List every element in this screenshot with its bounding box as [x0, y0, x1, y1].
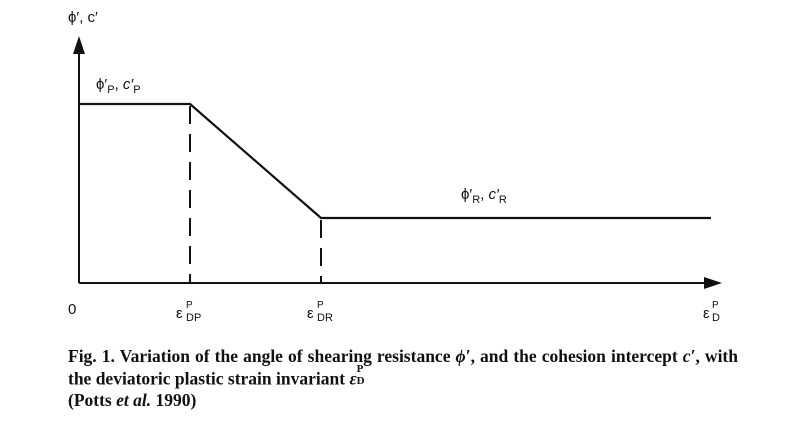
- figure-caption: Fig. 1. Variation of the angle of sheari…: [68, 346, 738, 411]
- peak-phi-sub: P: [107, 84, 114, 96]
- caption-c: c′: [682, 346, 696, 366]
- x-label-sub: D: [712, 312, 720, 324]
- caption-prefix: Fig. 1. Variation of the angle of sheari…: [68, 346, 456, 366]
- origin-label: 0: [68, 301, 76, 318]
- x-axis-arrow: [704, 277, 722, 289]
- caption-etal: et al.: [116, 389, 152, 410]
- caption-phi: ϕ′: [455, 346, 471, 366]
- caption-mid2: , with the deviatoric plastic strain inv…: [68, 346, 738, 389]
- x-label-sup: P: [712, 300, 719, 311]
- y-axis-arrow: [73, 36, 85, 54]
- tick-label-dr: ε P DR: [307, 300, 333, 324]
- tick-dp-sup: P: [186, 300, 193, 311]
- residual-label: ϕ′R, c′R: [461, 186, 507, 206]
- residual-sep: ,: [480, 186, 488, 203]
- tick-dp-base: ε: [176, 305, 183, 322]
- peak-phi: ϕ′: [96, 76, 107, 93]
- caption-eps-sup: P: [356, 363, 364, 375]
- caption-mid1: , and the cohesion intercept: [470, 346, 683, 366]
- caption-potts: (Potts: [68, 389, 117, 410]
- y-axis-label: ϕ′, c′: [68, 9, 98, 26]
- peak-sep: ,: [115, 76, 123, 93]
- x-axis-label: ε P D: [703, 300, 720, 324]
- tick-dr-sub: DR: [317, 312, 333, 324]
- x-label-base: ε: [703, 305, 710, 322]
- residual-phi-sub: R: [472, 194, 480, 206]
- residual-c: c′: [489, 186, 501, 203]
- peak-c-sub: P: [133, 84, 140, 96]
- residual-c-sub: R: [499, 194, 507, 206]
- caption-eps-sub: D: [356, 375, 365, 387]
- caption-year: 1990): [151, 389, 197, 410]
- caption-eps: ε: [349, 368, 357, 389]
- strength-curve: [79, 102, 711, 220]
- peak-c: c′: [123, 76, 135, 93]
- peak-label: ϕ′P, c′P: [96, 76, 141, 96]
- tick-dp-sub: DP: [186, 312, 201, 324]
- tick-label-dp: ε P DP: [176, 300, 201, 324]
- figure-diagram: ϕ′, c′ ϕ′P, c′P ϕ′R, c′R 0 ε P DP ε P DR…: [68, 9, 722, 324]
- tick-dr-sup: P: [317, 300, 324, 311]
- tick-dr-base: ε: [307, 305, 314, 322]
- residual-phi: ϕ′: [461, 186, 472, 203]
